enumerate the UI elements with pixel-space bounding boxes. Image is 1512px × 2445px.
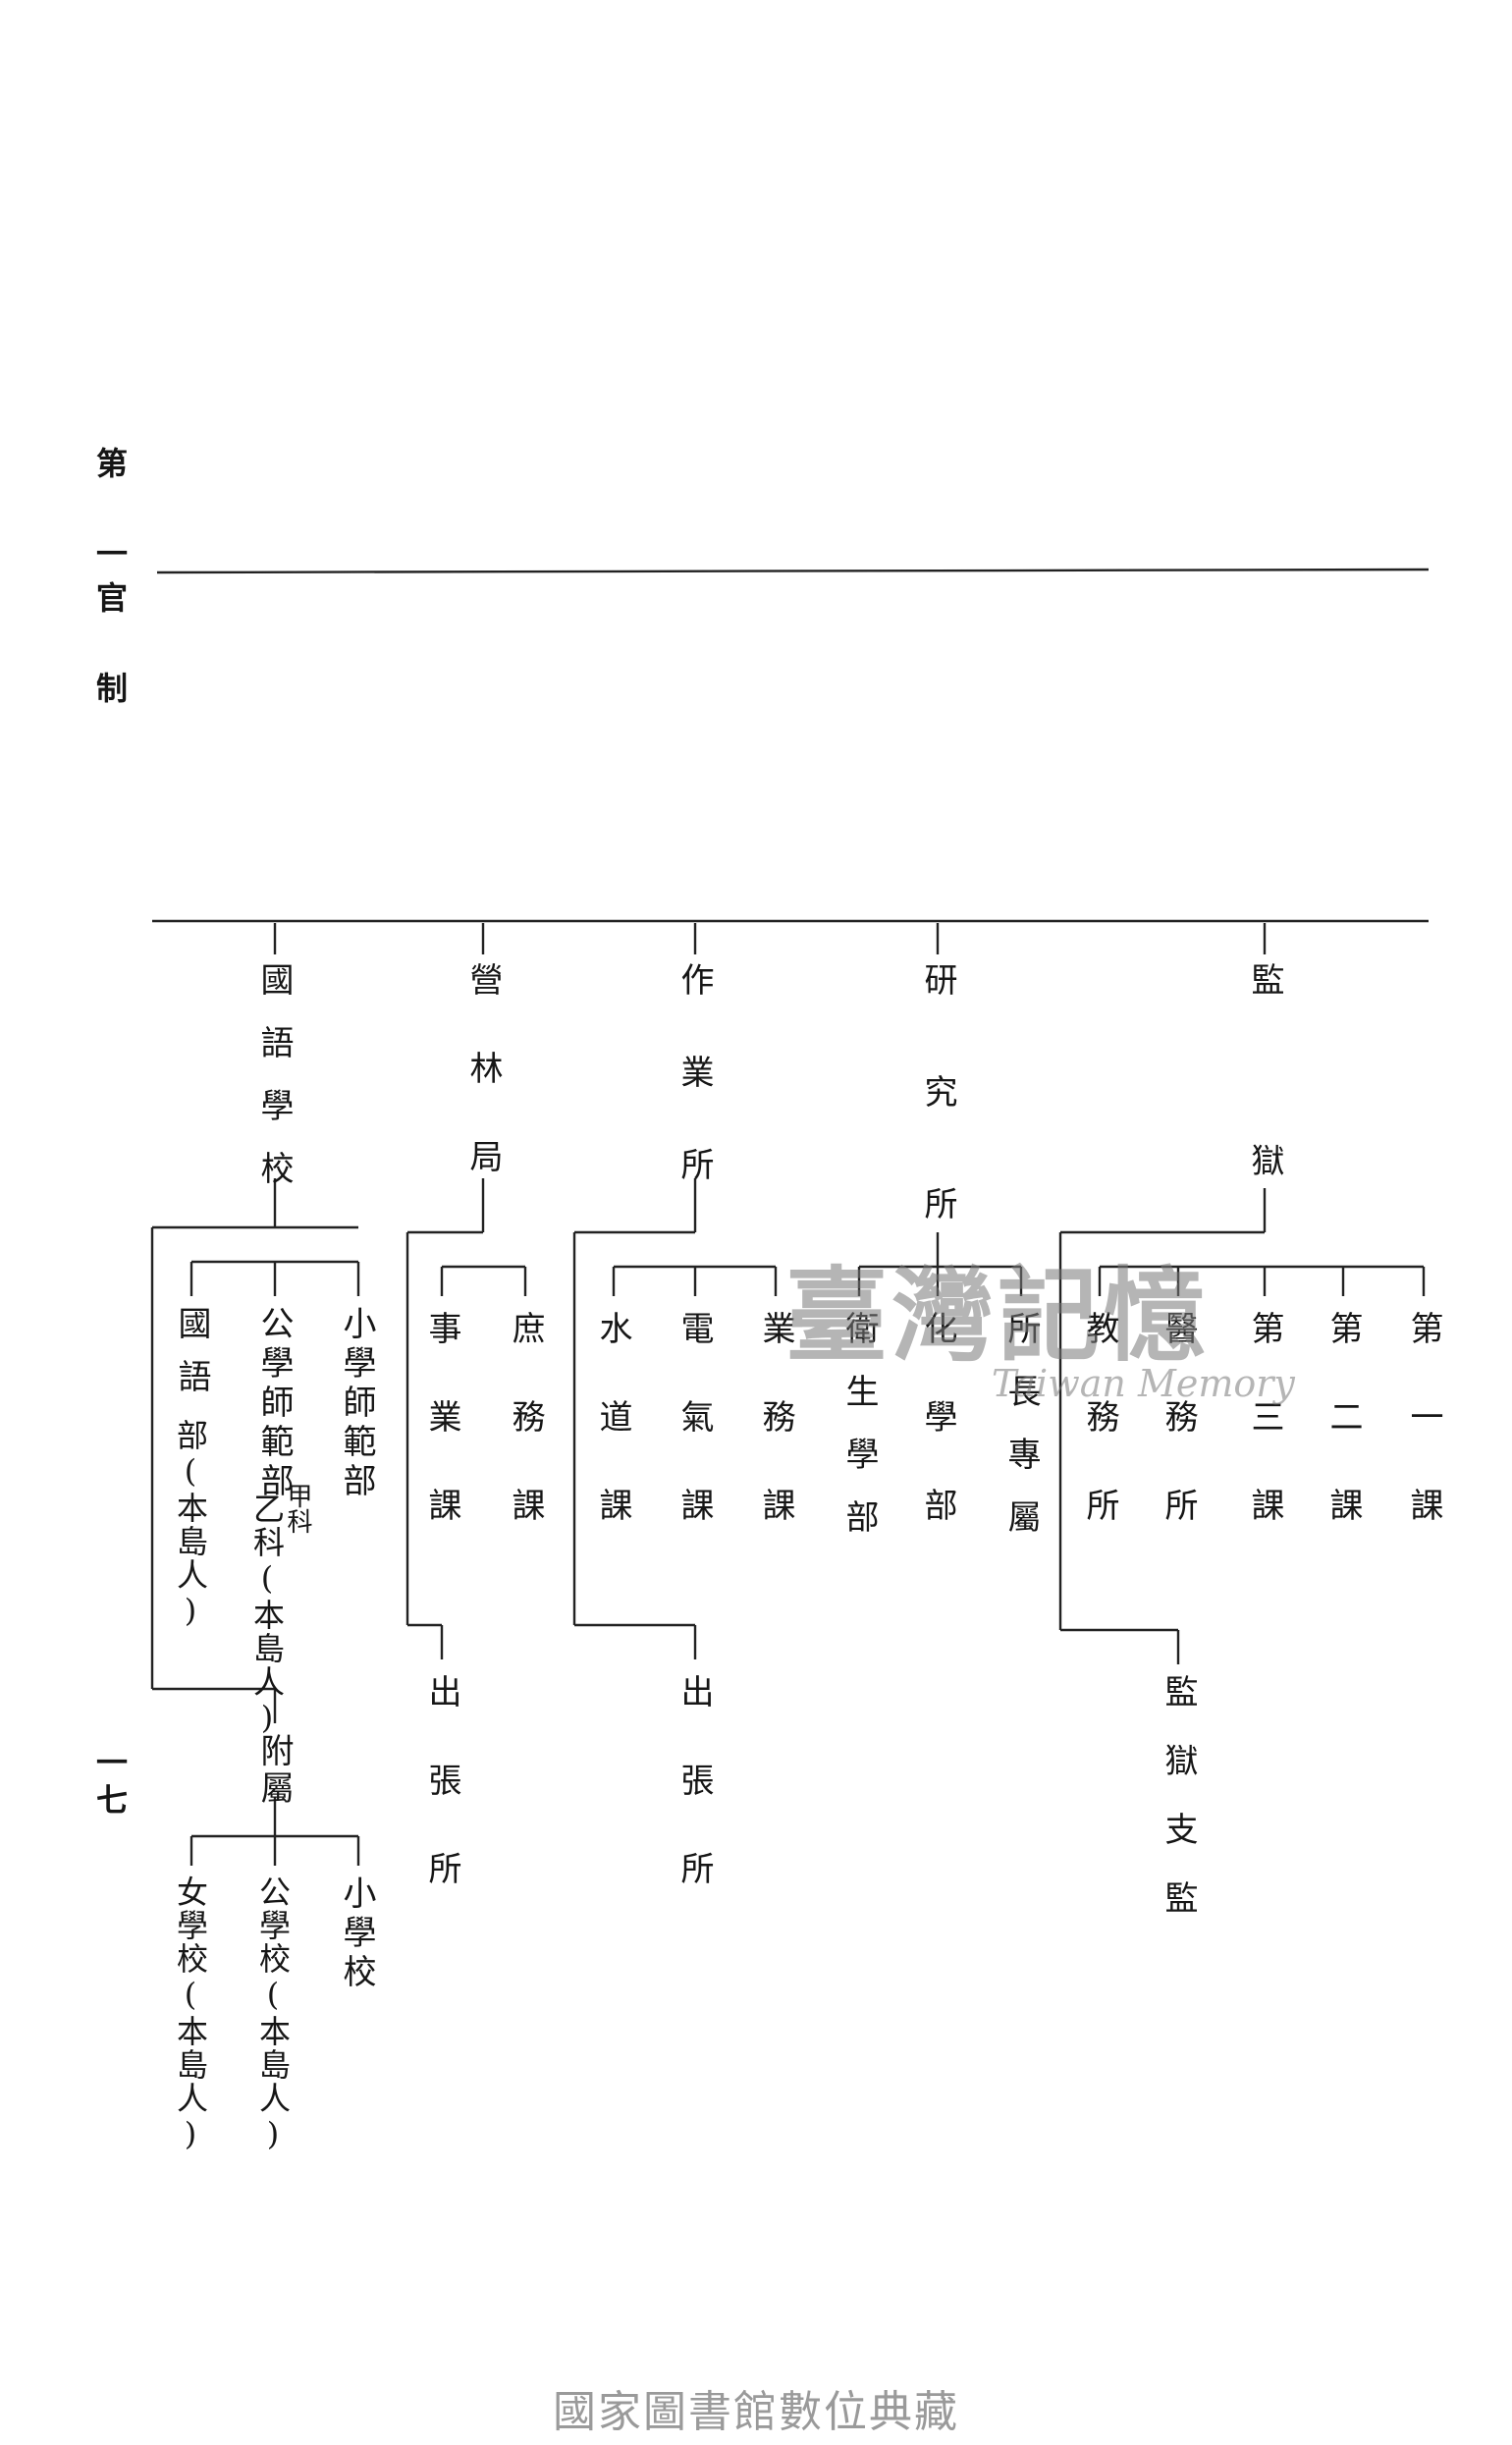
kogaku-shihan-label: 公學師範部 <box>254 1306 294 1502</box>
kyomu-sho-label: 教務所 <box>1080 1311 1119 1576</box>
shocho-senzoku-label: 所長專屬 <box>1001 1311 1041 1562</box>
chapter-heading: 第一 <box>91 447 129 627</box>
dai1-ka-label: 第一課 <box>1404 1311 1443 1576</box>
kokugo-bu-label: 國語 <box>172 1306 211 1412</box>
sagyo-branch-label: 出張所 <box>675 1674 714 1939</box>
dai2-ka-label: 第二課 <box>1323 1311 1363 1576</box>
kangoku-branch-label: 監獄支監 <box>1159 1674 1198 1949</box>
watermark-subtitle: Taiwan Memory <box>992 1362 1295 1405</box>
eirin-kyoku-label: 營林局 <box>463 962 503 1227</box>
suido-ka-label: 水道課 <box>593 1311 632 1576</box>
kogakko-label: 公學校(本島人) <box>254 1875 292 2154</box>
shogaku-shihan-label: 小學師範部 <box>337 1306 376 1502</box>
kokugo-bu-sub-label: 部(本島人) <box>172 1419 209 1631</box>
kogaku-shihan-otsu-label: 乙科(本島人) <box>248 1493 286 1738</box>
watermark-title: 臺灣記憶 <box>785 1255 1211 1376</box>
gyomu-ka-label: 業務課 <box>756 1311 795 1576</box>
fuzoku-label: 附屬 <box>254 1733 294 1808</box>
imu-sho-label: 醫務所 <box>1159 1311 1198 1576</box>
kenkyu-sho-label: 研究所 <box>918 962 957 1298</box>
shogakko-label: 小學校 <box>337 1875 376 1993</box>
jogakko-label: 女學校(本島人) <box>172 1875 209 2154</box>
taiwan-memory-watermark: 臺灣記憶 Taiwan Memory <box>776 1232 1306 1419</box>
kokugo-gakko-label: 國語學校 <box>254 962 294 1214</box>
dai3-ka-label: 第三課 <box>1245 1311 1284 1576</box>
jigyo-ka-label: 事業課 <box>422 1311 461 1576</box>
denki-ka-label: 電氣課 <box>675 1311 714 1576</box>
kangoku-label: 監獄 <box>1245 962 1284 1324</box>
eirin-branch-label: 出張所 <box>422 1674 461 1939</box>
sagyo-sho-label: 作業所 <box>675 962 714 1239</box>
section-heading: 官制 <box>91 581 129 762</box>
top-rule <box>156 568 1430 574</box>
shomu-ka-label: 庶務課 <box>506 1311 545 1576</box>
kogaku-shihan-ko-label: 甲科 <box>283 1483 312 1534</box>
archive-credit: 國家圖書館數位典藏 <box>553 2387 959 2437</box>
eisei-gaku-bu-label: 衛生學部 <box>839 1311 879 1562</box>
kagaku-bu-label: 化學部 <box>918 1311 957 1576</box>
page-number: 一七 <box>91 1746 129 1820</box>
